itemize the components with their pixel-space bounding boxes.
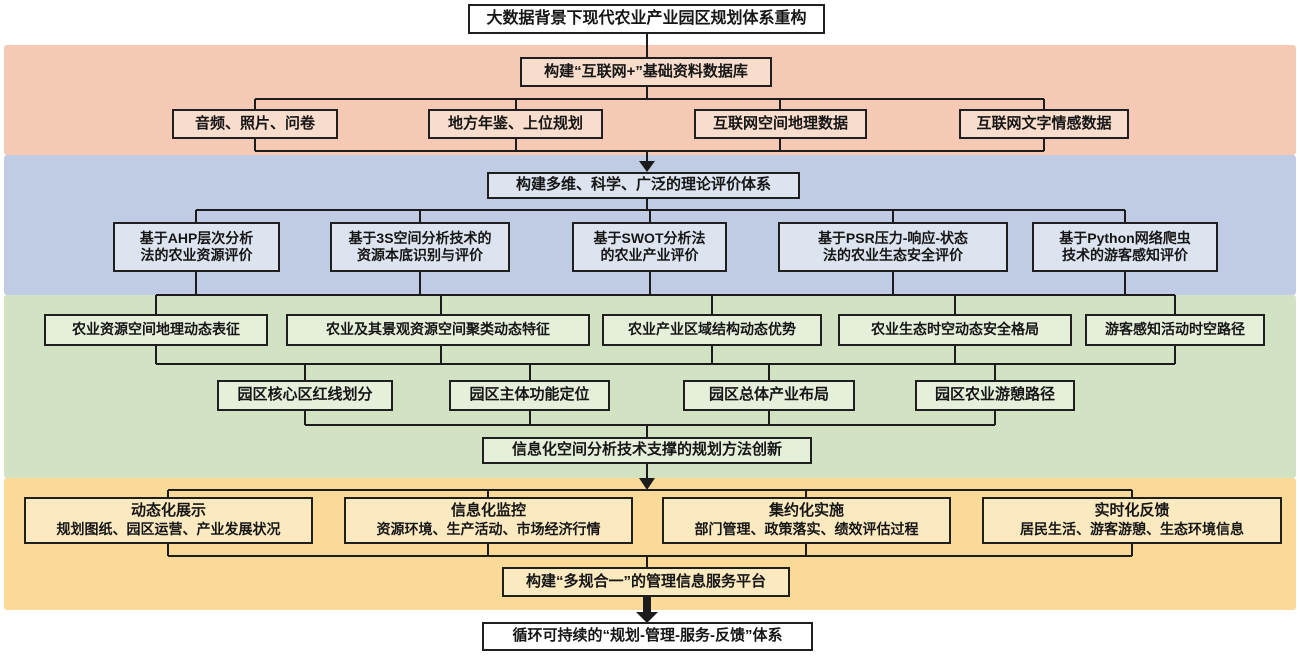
dynamic-analysis-box: 农业资源空间地理动态表征	[44, 314, 268, 346]
evaluation-method-box: 基于Python网络爬虫 技术的游客感知评价	[1032, 222, 1218, 272]
data-source-box: 互联网空间地理数据	[694, 109, 867, 139]
park-planning-box: 园区总体产业布局	[683, 380, 855, 411]
park-planning-box: 园区主体功能定位	[449, 380, 610, 411]
function-desc: 资源环境、生产活动、市场经济行情	[376, 521, 601, 538]
platform-function-box: 实时化反馈 居民生活、游客游憩、生态环境信息	[982, 497, 1282, 544]
function-title: 集约化实施	[768, 502, 844, 520]
platform-function-box: 集约化实施 部门管理、政策落实、绩效评估过程	[662, 497, 951, 544]
platform-header: 构建“多规合一”的管理信息服务平台	[502, 567, 790, 597]
planning-method-header: 信息化空间分析技术支撑的规划方法创新	[482, 437, 812, 464]
function-title: 动态化展示	[130, 502, 206, 520]
park-planning-box: 园区农业游憩路径	[915, 380, 1075, 411]
title-box: 大数据背景下现代农业产业园区规划体系重构	[468, 4, 825, 34]
evaluation-method-box: 基于AHP层次分析 法的农业资源评价	[113, 222, 280, 272]
evaluation-header: 构建多维、科学、广泛的理论评价体系	[487, 172, 800, 199]
park-planning-box: 园区核心区红线划分	[217, 380, 393, 411]
dynamic-analysis-box: 农业及其景观资源空间聚类动态特征	[286, 314, 590, 346]
dynamic-analysis-box: 农业产业区域结构动态优势	[602, 314, 822, 346]
evaluation-method-box: 基于SWOT分析法 的农业产业评价	[572, 222, 727, 272]
database-header: 构建“互联网+”基础资料数据库	[520, 57, 772, 87]
function-title: 实时化反馈	[1094, 502, 1170, 520]
data-source-box: 地方年鉴、上位规划	[428, 109, 603, 139]
platform-function-box: 信息化监控 资源环境、生产活动、市场经济行情	[344, 497, 633, 544]
function-desc: 部门管理、政策落实、绩效评估过程	[694, 521, 919, 538]
data-source-box: 音频、照片、问卷	[172, 109, 338, 139]
final-system-box: 循环可持续的“规划-管理-服务-反馈”体系	[482, 622, 813, 651]
platform-function-box: 动态化展示 规划图纸、园区运营、产业发展状况	[24, 497, 313, 544]
function-desc: 居民生活、游客游憩、生态环境信息	[1020, 521, 1244, 538]
data-source-box: 互联网文字情感数据	[959, 109, 1129, 139]
function-desc: 规划图纸、园区运营、产业发展状况	[56, 521, 281, 538]
dynamic-analysis-box: 农业生态时空动态安全格局	[838, 314, 1072, 346]
dynamic-analysis-box: 游客感知活动时空路径	[1085, 314, 1265, 346]
evaluation-method-box: 基于3S空间分析技术的 资源本底识别与评价	[330, 222, 510, 272]
evaluation-method-box: 基于PSR压力-响应-状态 法的农业生态安全评价	[778, 222, 1008, 272]
function-title: 信息化监控	[450, 502, 526, 520]
